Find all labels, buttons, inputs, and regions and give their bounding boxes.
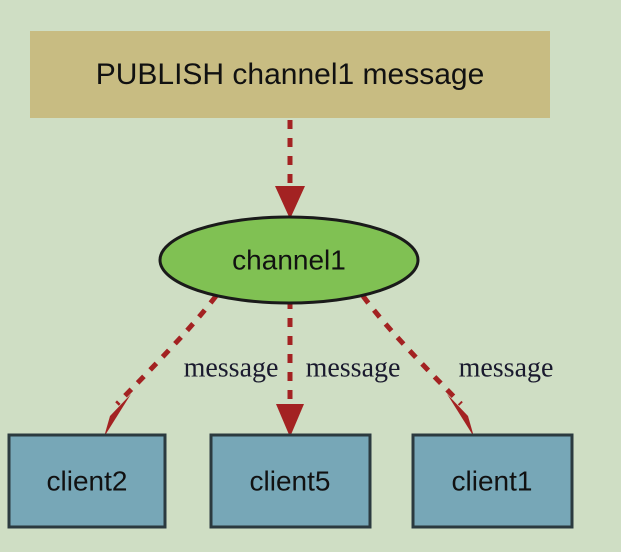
client-box-client1 xyxy=(411,433,574,529)
client-box-client2 xyxy=(7,433,167,529)
edge-channel-to-client1 xyxy=(360,294,463,406)
channel-node-ellipse xyxy=(158,215,420,305)
edge-channel-to-client2 xyxy=(115,294,218,406)
edge-label-message-client2: message xyxy=(184,352,279,383)
arrowhead-channel-to-client2 xyxy=(104,394,131,437)
edge-label-message-client1: message xyxy=(459,352,554,383)
edge-label-message-client5: message xyxy=(306,352,401,383)
client-box-client5 xyxy=(209,433,372,529)
arrowhead-channel-to-client5 xyxy=(276,404,304,437)
client-label-client2: client2 xyxy=(47,465,128,496)
publish-command-box xyxy=(30,31,550,118)
client-label-client1: client1 xyxy=(452,465,533,496)
arrowhead-command-to-channel xyxy=(275,186,305,219)
client-label-client5: client5 xyxy=(250,465,331,496)
publish-command-label: PUBLISH channel1 message xyxy=(96,58,485,91)
channel-node-label: channel1 xyxy=(232,244,346,275)
arrowhead-channel-to-client1 xyxy=(447,394,474,437)
